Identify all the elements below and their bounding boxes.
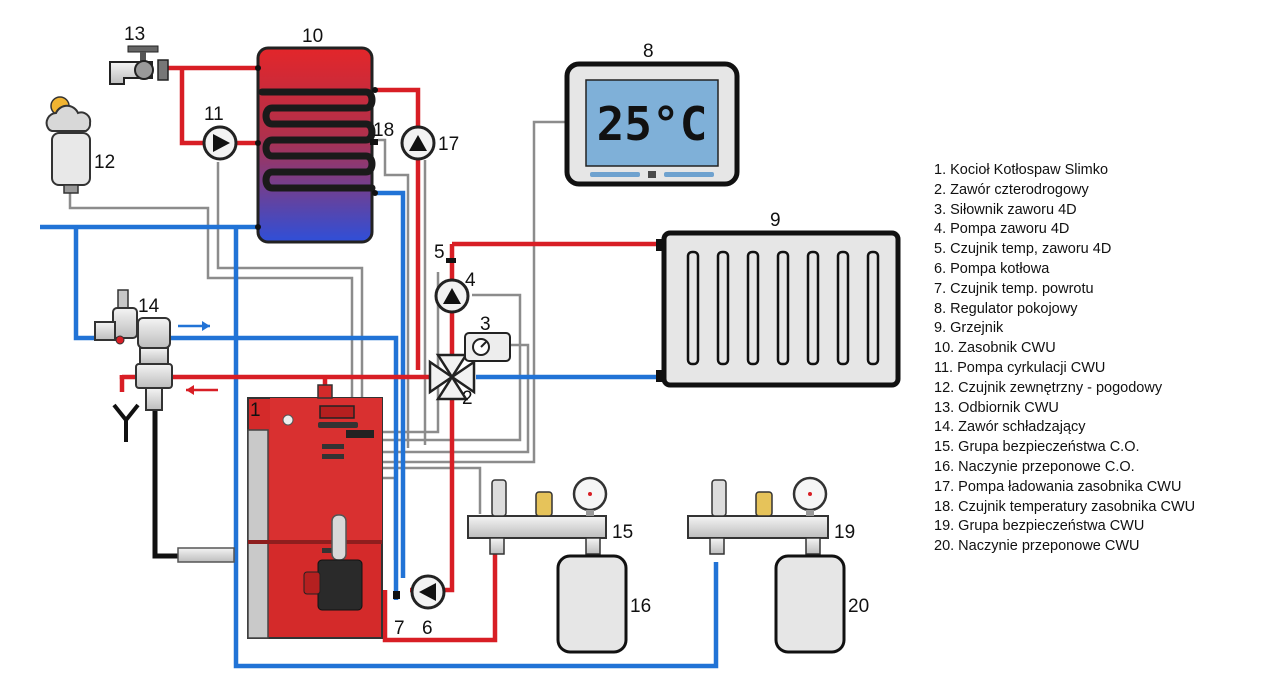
marker-13: 13 [124, 24, 145, 45]
legend-list: 1. Kocioł Kotłospaw Slimko 2. Zawór czte… [934, 161, 1195, 557]
legend-item: 1. Kocioł Kotłospaw Slimko [934, 162, 1109, 178]
legend-item: 15. Grupa bezpieczeństwa C.O. [934, 439, 1140, 456]
marker-5: 5 [434, 242, 445, 263]
marker-18: 18 [373, 120, 394, 141]
marker-2: 2 [462, 388, 473, 409]
marker-19: 19 [834, 522, 855, 543]
pump-17 [400, 125, 436, 161]
sensor-5 [446, 258, 456, 263]
expansion-vessel-co [556, 554, 628, 654]
legend-item: 2. Zawór czterodrogowy [934, 181, 1089, 198]
legend-item: 16. Naczynie przeponowe C.O. [934, 458, 1135, 475]
legend-item: 14. Zawór schładzający [934, 419, 1086, 436]
legend-item: 7. Czujnik temp. powrotu [934, 280, 1094, 297]
dhw-tank [255, 46, 378, 244]
pump-11 [202, 125, 238, 161]
legend-item: 13. Odbiornik CWU [934, 399, 1059, 416]
marker-6: 6 [422, 618, 433, 639]
four-way-valve [428, 353, 476, 401]
legend-item: 6. Pompa kotłowa [934, 260, 1050, 277]
marker-11: 11 [204, 104, 224, 125]
legend-item: 11. Pompa cyrkulacji CWU [934, 359, 1106, 376]
flow-arrows [178, 321, 218, 395]
legend-item: 3. Siłownik zaworu 4D [934, 201, 1077, 218]
expansion-vessel-cwu [774, 554, 846, 654]
sensor-7 [393, 591, 400, 599]
immersion-sensor [177, 547, 235, 563]
legend-item: 19. Grupa bezpieczeństwa CWU [934, 518, 1145, 535]
legend-item: 8. Regulator pokojowy [934, 300, 1078, 317]
radiator [656, 230, 901, 388]
legend-item: 20. Naczynie przeponowe CWU [934, 538, 1140, 555]
cooling-valve [94, 289, 173, 411]
marker-20: 20 [848, 596, 869, 617]
legend-item: 9. Grzejnik [934, 320, 1004, 337]
marker-8: 8 [643, 41, 654, 62]
room-regulator: 25°C [564, 61, 740, 187]
safety-group-co [467, 476, 608, 555]
legend-item: 10. Zasobnik CWU [934, 340, 1056, 357]
marker-16: 16 [630, 596, 651, 617]
marker-10: 10 [302, 26, 323, 47]
safety-group-cwu [687, 476, 829, 555]
boiler [247, 384, 383, 639]
marker-3: 3 [480, 314, 491, 335]
legend-item: 4. Pompa zaworu 4D [934, 221, 1070, 238]
marker-1: 1 [250, 400, 261, 421]
signal-wires [68, 120, 567, 560]
outdoor-sensor [45, 96, 92, 194]
marker-12: 12 [94, 152, 115, 173]
legend-item: 12. Czujnik zewnętrzny - pogodowy [934, 379, 1163, 396]
legend-item: 17. Pompa ładowania zasobnika CWU [934, 478, 1182, 495]
pump-6 [410, 574, 446, 610]
marker-4: 4 [465, 270, 476, 291]
marker-17: 17 [438, 134, 459, 155]
sensor-18 [370, 139, 378, 145]
number-markers: 1 2 3 4 5 6 7 8 9 10 11 12 13 14 15 16 1… [94, 24, 869, 639]
marker-15: 15 [612, 522, 633, 543]
dhw-tap [109, 45, 169, 85]
valve-actuator [464, 332, 511, 362]
drain-y-symbol [112, 403, 140, 442]
marker-14: 14 [138, 296, 160, 317]
legend-item: 18. Czujnik temperatury zasobnika CWU [934, 498, 1196, 515]
marker-7: 7 [394, 618, 405, 639]
legend-item: 5. Czujnik temp, zaworu 4D [934, 241, 1112, 258]
drain-line [152, 410, 178, 559]
marker-9: 9 [770, 210, 781, 231]
pump-4 [434, 278, 470, 314]
cold-pipes [40, 190, 719, 669]
regulator-display-temperature: 25°C [597, 97, 708, 151]
